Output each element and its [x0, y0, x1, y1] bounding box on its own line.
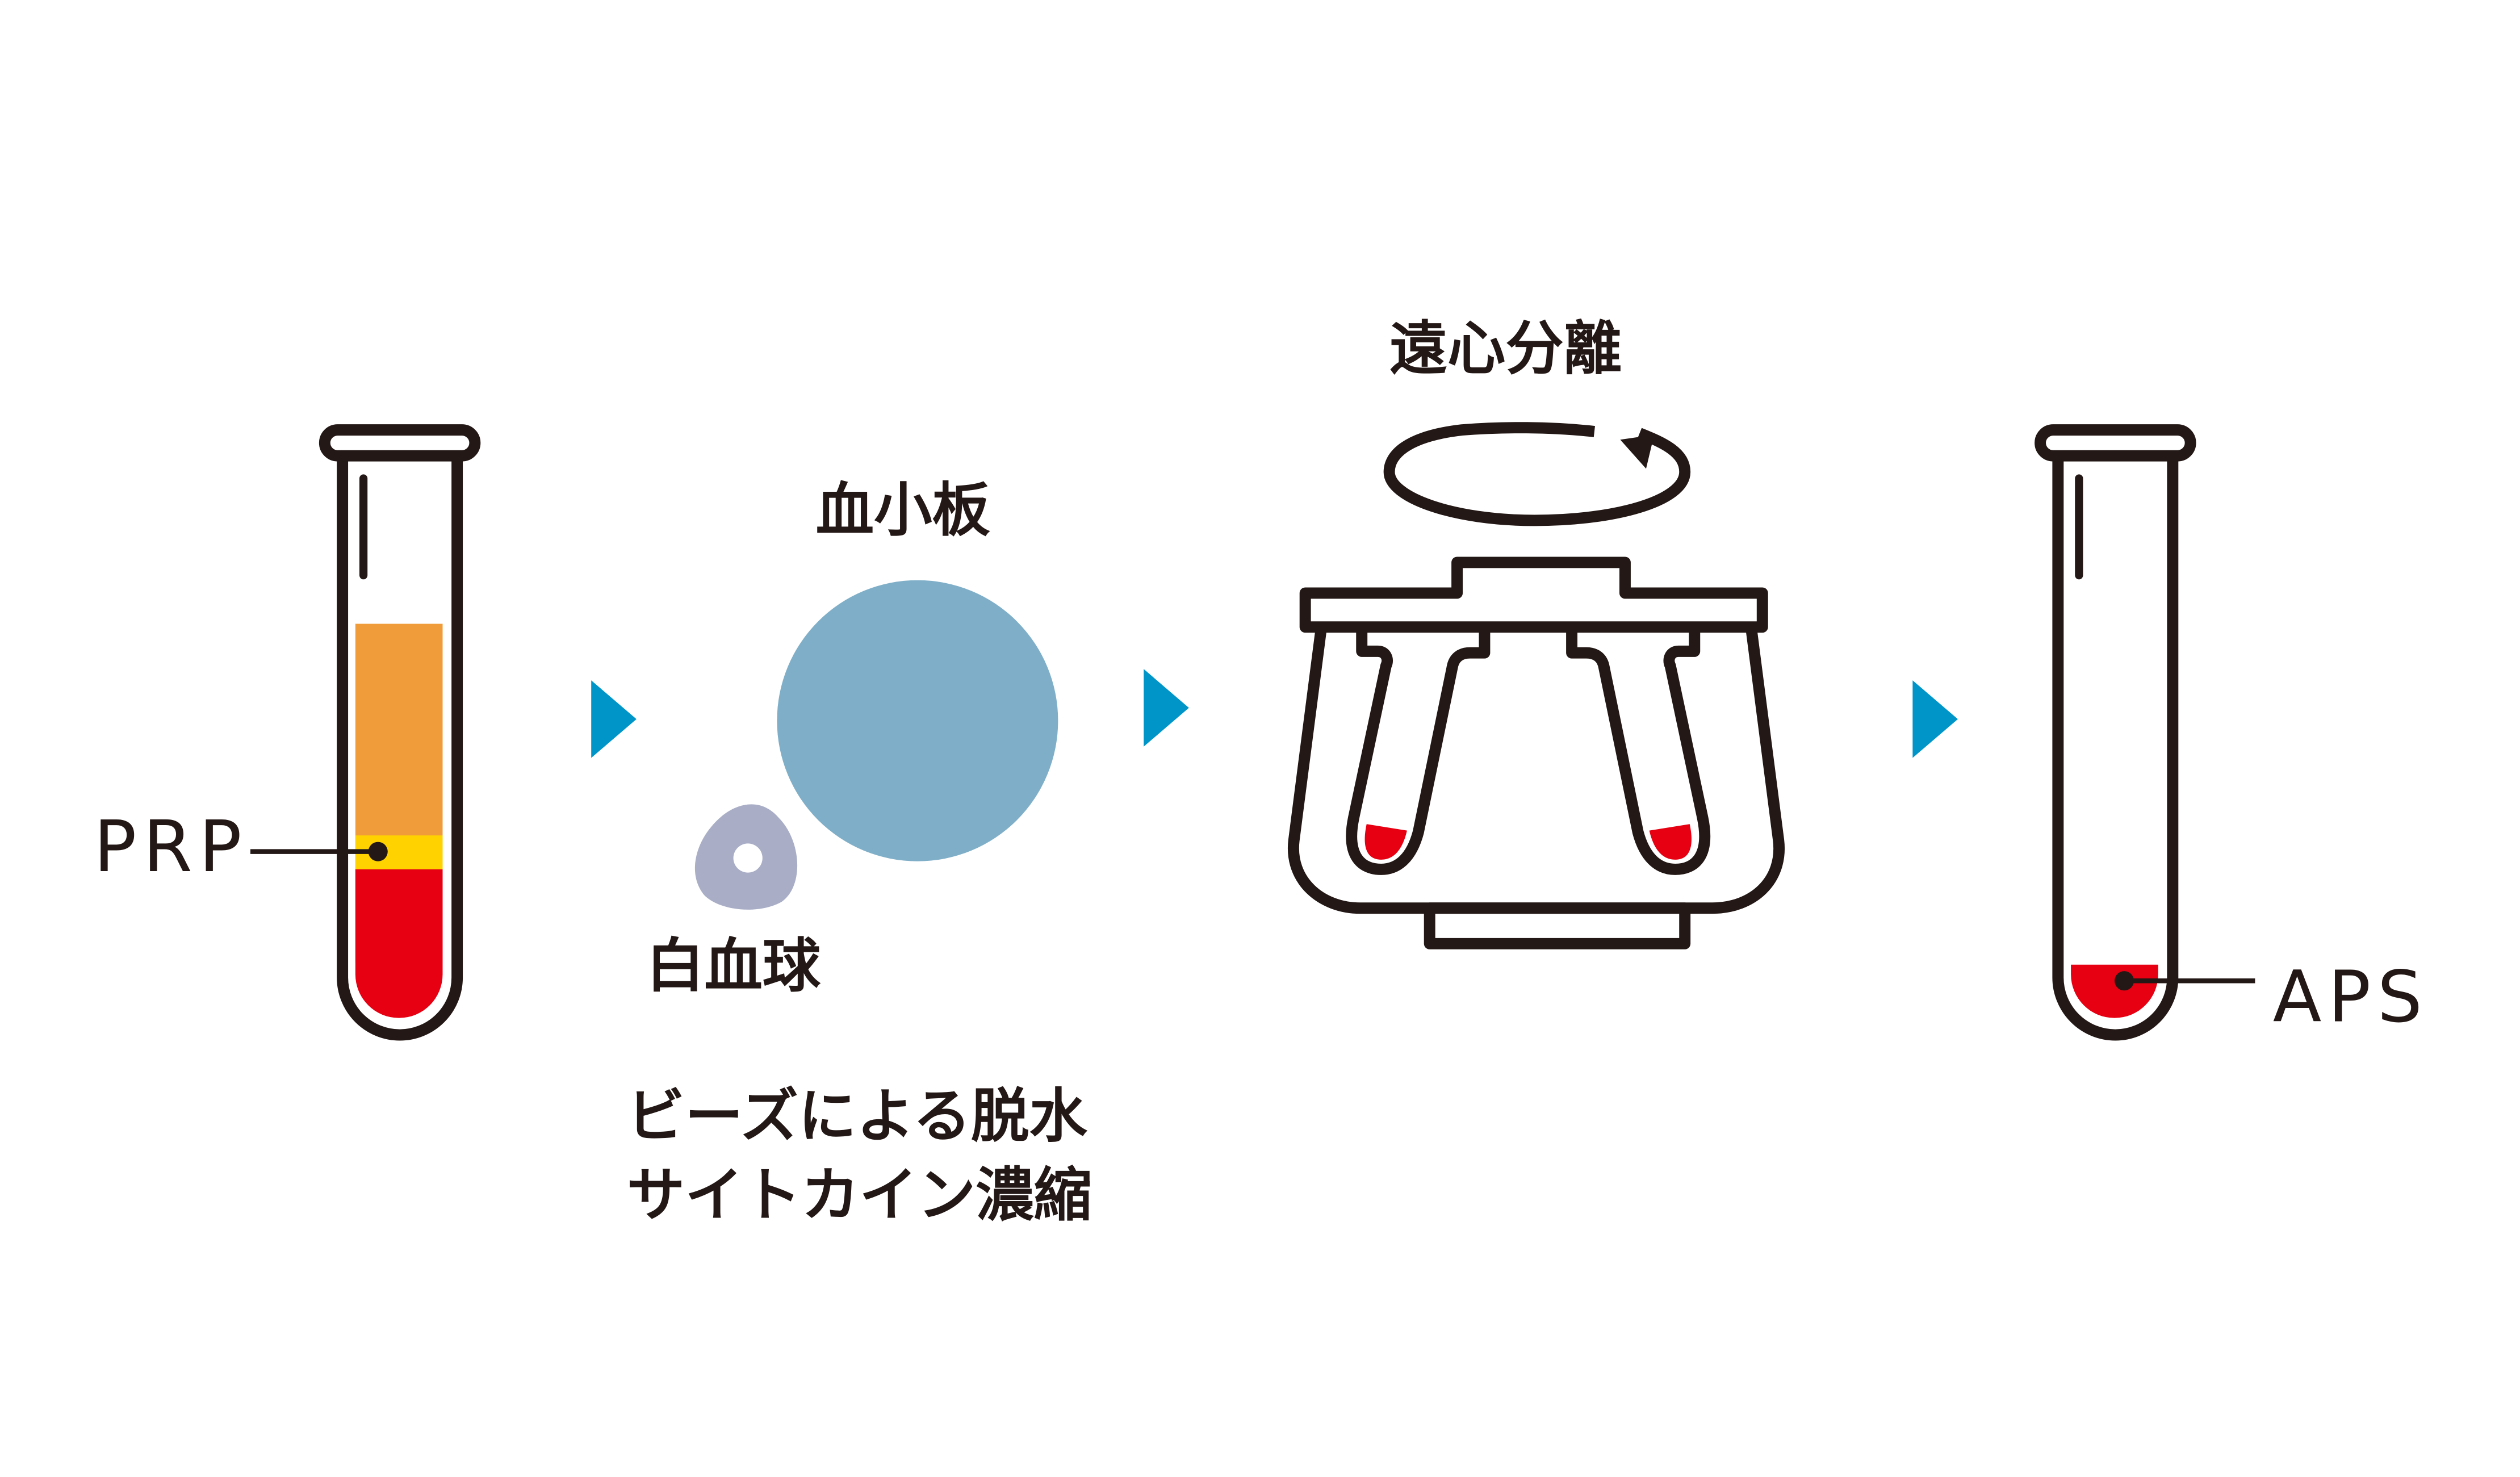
step-arrow-icon — [1144, 669, 1189, 747]
step-arrow-icon — [591, 680, 637, 758]
red-cell-layer — [355, 869, 443, 1018]
step2-caption-line2: サイトカイン濃縮 — [627, 1162, 1092, 1229]
tube-rim — [2035, 424, 2196, 462]
aps-pointer-dot — [2114, 971, 2134, 991]
centrifuge-base — [1424, 902, 1691, 949]
platelet-label: 血小板 — [816, 477, 991, 545]
prp-pointer-dot — [368, 842, 388, 861]
aps-test-tube: APS — [2035, 424, 2429, 1041]
centrifuge-lid — [1299, 557, 1768, 633]
prp-test-tube: PRP — [94, 424, 481, 1041]
tube-rim — [319, 424, 481, 462]
aps-layer — [2071, 964, 2158, 1018]
step2-caption-line1: ビーズによる脱水 — [627, 1082, 1088, 1150]
tube-body — [337, 455, 463, 1041]
separated-red-cells-left — [1364, 824, 1407, 860]
white-blood-cell-nucleus — [733, 843, 763, 873]
aps-label: APS — [2273, 955, 2429, 1038]
swing-bucket-left — [1346, 630, 1491, 875]
white-blood-cell-label: 白血球 — [646, 932, 821, 1000]
separated-red-cells-right — [1649, 824, 1692, 860]
prp-label: PRP — [94, 805, 248, 888]
centrifuge: 遠心分離 — [1287, 315, 1785, 949]
tube-body — [2052, 455, 2179, 1041]
swing-bucket-right — [1566, 630, 1711, 875]
rotation-arrow-icon — [1383, 422, 1691, 526]
bead-concentration-step: 血小板 白血球 ビーズによる脱水 サイトカイン濃縮 — [627, 477, 1092, 1229]
step-arrow-icon — [1912, 680, 1958, 758]
rotation-arrowhead-icon — [1620, 434, 1655, 469]
platelet-icon — [777, 580, 1058, 861]
centrifugation-label: 遠心分離 — [1389, 315, 1622, 383]
